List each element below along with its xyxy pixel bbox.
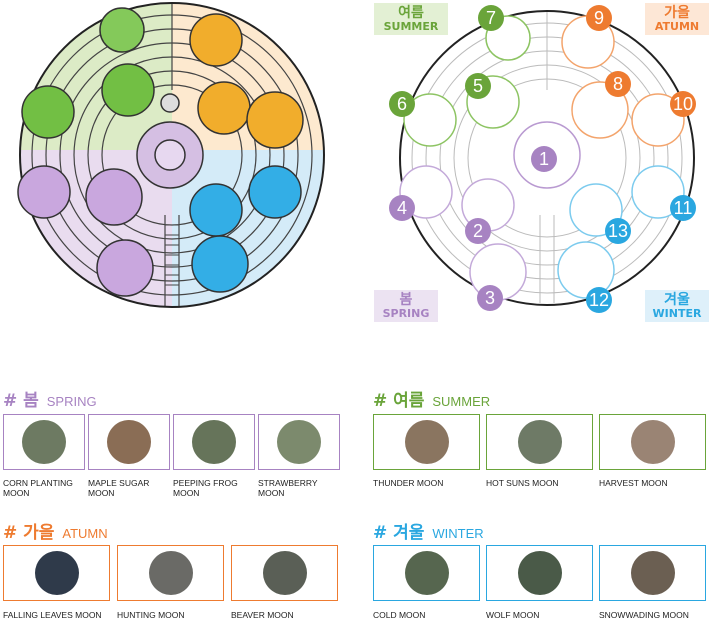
badge-8: 8 [605, 71, 631, 97]
badge-6: 6 [389, 91, 415, 117]
autumn-card-1[interactable] [3, 545, 110, 601]
spring-en: SPRING [46, 394, 97, 409]
spring-caption-2: MAPLE SUGAR MOON [88, 478, 150, 498]
badge-7: 7 [478, 5, 504, 31]
summer-section-title: # 여름 SUMMER [373, 386, 490, 411]
winter-en: WINTER [432, 526, 484, 541]
spring-card-3[interactable] [173, 414, 255, 470]
badge-2: 2 [465, 218, 491, 244]
autumn-hash: # [3, 523, 18, 543]
badge-12: 12 [586, 287, 612, 313]
autumn-caption-2: HUNTING MOON [117, 610, 185, 620]
winter-section-title: # 겨울 WINTER [373, 518, 484, 543]
summer-card-3[interactable] [599, 414, 706, 470]
badge-4: 4 [389, 195, 415, 221]
spring-tag-en: SPRING [382, 306, 430, 320]
autumn-section-title: # 가을 ATUMN [3, 518, 108, 543]
winter-card-2[interactable] [486, 545, 593, 601]
badge-1: 1 [531, 146, 557, 172]
summer-tag: 여름 SUMMER [374, 3, 448, 36]
spring-card-4[interactable] [258, 414, 340, 470]
spring-caption-3: PEEPING FROG MOON [173, 478, 238, 498]
spring-caption-4: STRAWBERRY MOON [258, 478, 318, 498]
badge-5: 5 [465, 73, 491, 99]
autumn-en: ATUMN [62, 526, 108, 541]
summer-caption-1: THUNDER MOON [373, 478, 444, 488]
winter-caption-2: WOLF MOON [486, 610, 540, 620]
autumn-tag-en: ATUMN [654, 19, 700, 33]
summer-en: SUMMER [432, 394, 491, 409]
summer-card-2[interactable] [486, 414, 593, 470]
spring-tag: 봄 SPRING [374, 290, 438, 323]
autumn-card-2[interactable] [117, 545, 224, 601]
winter-tag-ko: 겨울 [664, 292, 690, 308]
spring-card-1[interactable] [3, 414, 85, 470]
autumn-card-3[interactable] [231, 545, 338, 601]
winter-card-1[interactable] [373, 545, 480, 601]
spring-caption-1: CORN PLANTING MOON [3, 478, 73, 498]
spring-tag-ko: 봄 [399, 292, 413, 308]
spring-ko: 봄 [23, 391, 39, 411]
autumn-tag-ko: 가을 [664, 5, 690, 21]
badge-9: 9 [586, 5, 612, 31]
autumn-caption-3: BEAVER MOON [231, 610, 294, 620]
badge-10: 10 [670, 91, 696, 117]
summer-hash: # [373, 391, 388, 411]
winter-caption-3: SNOWWADING MOON [599, 610, 689, 620]
summer-caption-3: HARVEST MOON [599, 478, 668, 488]
spring-card-2[interactable] [88, 414, 170, 470]
badge-11: 11 [670, 195, 696, 221]
colored-garden-plan [17, 2, 325, 308]
autumn-tag: 가을 ATUMN [645, 3, 709, 36]
winter-caption-1: COLD MOON [373, 610, 426, 620]
winter-hash: # [373, 523, 388, 543]
summer-ko: 여름 [393, 391, 425, 411]
badge-13: 13 [605, 218, 631, 244]
autumn-caption-1: FALLING LEAVES MOON [3, 610, 102, 620]
winter-card-3[interactable] [599, 545, 706, 601]
autumn-ko: 가을 [23, 523, 55, 543]
winter-ko: 겨울 [393, 523, 425, 543]
winter-tag: 겨울 WINTER [645, 290, 709, 323]
summer-card-1[interactable] [373, 414, 480, 470]
spring-section-title: # 봄 SPRING [3, 386, 97, 411]
winter-tag-en: WINTER [652, 306, 702, 320]
summer-caption-2: HOT SUNS MOON [486, 478, 559, 488]
badge-3: 3 [477, 285, 503, 311]
spring-hash: # [3, 391, 18, 411]
summer-tag-ko: 여름 [398, 5, 424, 21]
summer-tag-en: SUMMER [383, 19, 439, 33]
